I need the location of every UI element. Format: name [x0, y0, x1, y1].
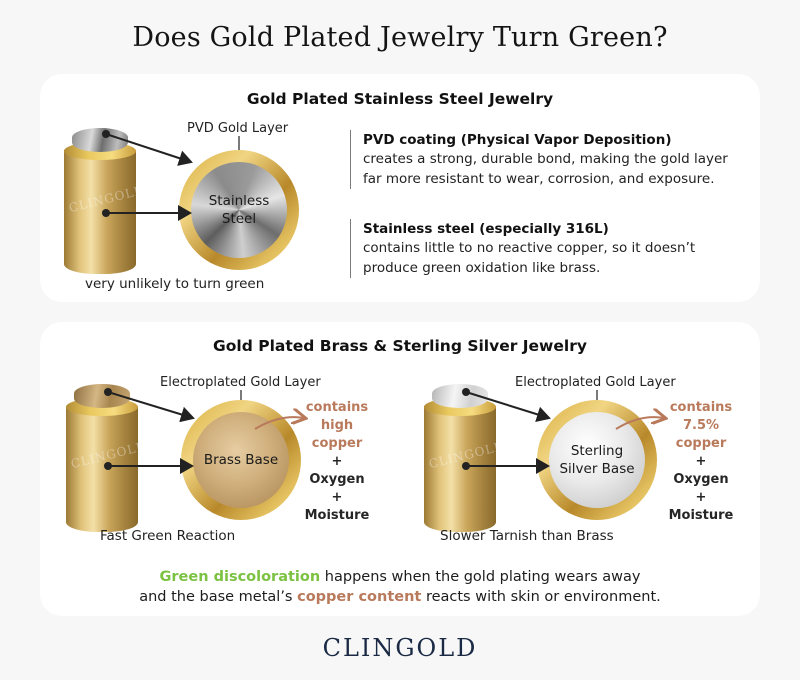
reaction-item: Moisture — [668, 508, 734, 523]
steel-description: Stainless steel (especially 316L) contai… — [350, 219, 695, 278]
silver-cross-section-disc: Sterling Silver Base — [537, 400, 657, 520]
green-highlight: Green discoloration — [159, 569, 321, 585]
layer-label: PVD Gold Layer — [187, 121, 289, 136]
reaction-item: Moisture — [304, 508, 370, 523]
silver-cylinder-illustration: CLINGOLD — [420, 382, 506, 532]
core-label: Silver Base — [559, 461, 635, 477]
reaction-item: + — [695, 490, 707, 505]
page-title: Does Gold Plated Jewelry Turn Green? — [132, 22, 668, 53]
core-label: Brass Base — [203, 452, 279, 468]
summary-line: reacts with skin or environment. — [421, 589, 661, 605]
point-title: PVD coating (Physical Vapor Deposition) — [363, 132, 672, 148]
layer-label: Electroplated Gold Layer — [515, 375, 676, 390]
reaction-item: copper — [311, 436, 363, 451]
section-heading: Gold Plated Brass & Sterling Silver Jewe… — [213, 337, 587, 355]
reaction-item: contains — [669, 400, 733, 415]
reaction-item: contains — [305, 400, 369, 415]
caption: Fast Green Reaction — [100, 528, 236, 544]
point-text: far more resistant to wear, corrosion, a… — [363, 170, 715, 187]
core-label: Steel — [221, 211, 257, 227]
reaction-item: copper — [675, 436, 727, 451]
copper-highlight: copper content — [297, 589, 422, 605]
layer-label: Electroplated Gold Layer — [160, 375, 321, 390]
pvd-description: PVD coating (Physical Vapor Deposition) … — [350, 130, 728, 189]
reaction-item: high — [320, 418, 354, 433]
reaction-item: + — [331, 490, 343, 505]
brand-logo: CLINGOLD — [322, 634, 478, 662]
stainless-core: Stainless Steel — [191, 162, 287, 258]
caption: very unlikely to turn green — [85, 276, 265, 292]
pointer-arrows — [102, 130, 240, 221]
point-text: contains little to no reactive copper, s… — [363, 240, 696, 256]
reaction-item: Oxygen — [673, 472, 729, 487]
stainless-steel-card: Gold Plated Stainless Steel Jewelry CLIN… — [40, 74, 760, 302]
silver-reaction-list: contains 7.5% copper + Oxygen + Moisture — [665, 399, 737, 525]
brass-cylinder-illustration: CLINGOLD — [62, 382, 148, 532]
caption: Slower Tarnish than Brass — [440, 528, 614, 544]
reaction-item: + — [695, 454, 707, 469]
cross-section-disc: Stainless Steel — [179, 150, 299, 270]
reaction-item: + — [331, 454, 343, 469]
summary-line: and the base metal’s — [139, 589, 298, 605]
core-label: Sterling — [570, 443, 624, 459]
brass-core: Brass Base — [193, 412, 289, 508]
silver-core: Sterling Silver Base — [549, 412, 645, 508]
brass-reaction-list: contains high copper + Oxygen + Moisture — [302, 399, 372, 525]
point-title: Stainless steel (especially 316L) — [363, 221, 609, 237]
core-label: Stainless — [208, 193, 270, 209]
point-text: creates a strong, durable bond, making t… — [363, 151, 728, 167]
reaction-item: Oxygen — [309, 472, 365, 487]
point-text: produce green oxidation like brass. — [363, 259, 601, 276]
summary-text: Green discoloration happens when the gol… — [40, 567, 760, 607]
brass-cross-section-disc: Brass Base — [181, 400, 301, 520]
reaction-item: 7.5% — [682, 418, 720, 433]
brass-silver-card: Gold Plated Brass & Sterling Silver Jewe… — [40, 322, 760, 616]
summary-line: happens when the gold plating wears away — [320, 569, 641, 585]
pointer-arrows — [104, 388, 760, 474]
section-heading: Gold Plated Stainless Steel Jewelry — [246, 90, 554, 108]
